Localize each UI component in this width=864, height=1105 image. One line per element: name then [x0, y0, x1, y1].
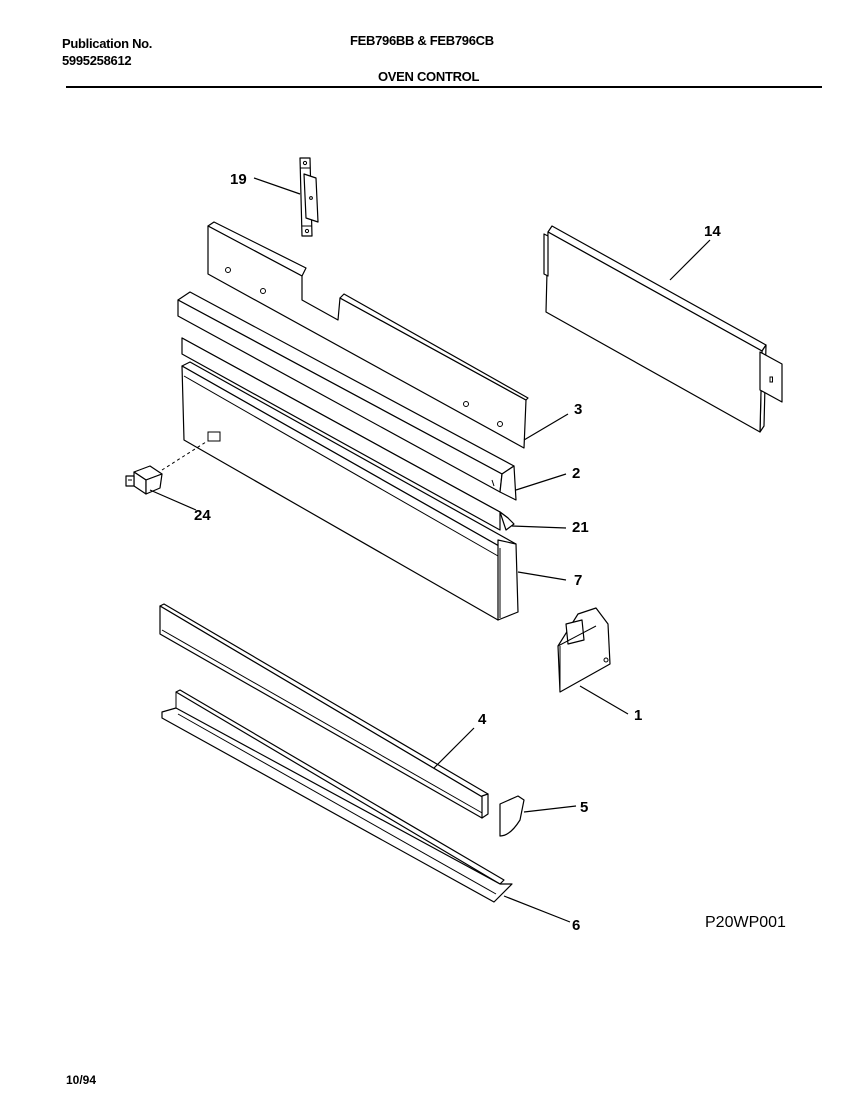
part-1-bracket	[557, 607, 611, 693]
callout-14: 14	[704, 223, 721, 240]
callout-2: 2	[572, 465, 580, 482]
callout-5: 5	[580, 799, 588, 816]
part-21-strip	[181, 337, 515, 531]
diagram-code: P20WP001	[705, 914, 786, 931]
publication-label: Publication No.	[62, 36, 153, 51]
part-6-bottom-trim	[161, 689, 513, 903]
part-14-control-box	[543, 225, 783, 433]
callout-21: 21	[572, 519, 589, 536]
section-title: OVEN CONTROL	[378, 69, 480, 84]
part-19-bracket	[299, 157, 319, 237]
callout-6: 6	[572, 917, 580, 934]
part-5-end-cap	[499, 795, 525, 837]
publication-number: 5995258612	[62, 53, 132, 68]
callout-19: 19	[230, 171, 247, 188]
part-3-rear-panel	[207, 221, 529, 449]
part-24-switch	[125, 441, 207, 495]
part-7-control-panel	[181, 361, 519, 621]
leader-lines	[149, 177, 711, 923]
publication-date: 10/94	[66, 1073, 97, 1087]
callout-3: 3	[574, 401, 582, 418]
callout-1: 1	[634, 707, 642, 724]
part-4-lower-trim	[159, 603, 489, 819]
header-rule	[66, 86, 822, 88]
model-numbers: FEB796BB & FEB796CB	[350, 33, 494, 48]
callout-24: 24	[194, 507, 211, 524]
part-2-trim-angle	[177, 291, 517, 501]
callout-7: 7	[574, 572, 582, 589]
callout-4: 4	[478, 711, 487, 728]
